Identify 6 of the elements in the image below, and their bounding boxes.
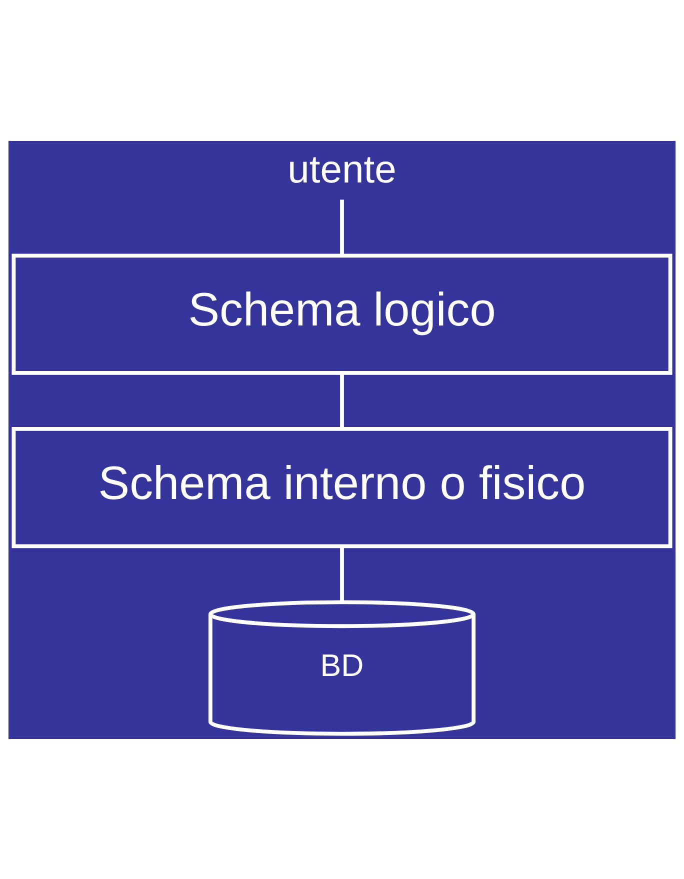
node-text: utente (288, 148, 396, 192)
node-box: Schema interno o fisico (12, 426, 672, 548)
connector (340, 199, 344, 255)
connector (340, 546, 344, 602)
node-box: Schema logico (12, 253, 672, 374)
connector (340, 372, 344, 428)
